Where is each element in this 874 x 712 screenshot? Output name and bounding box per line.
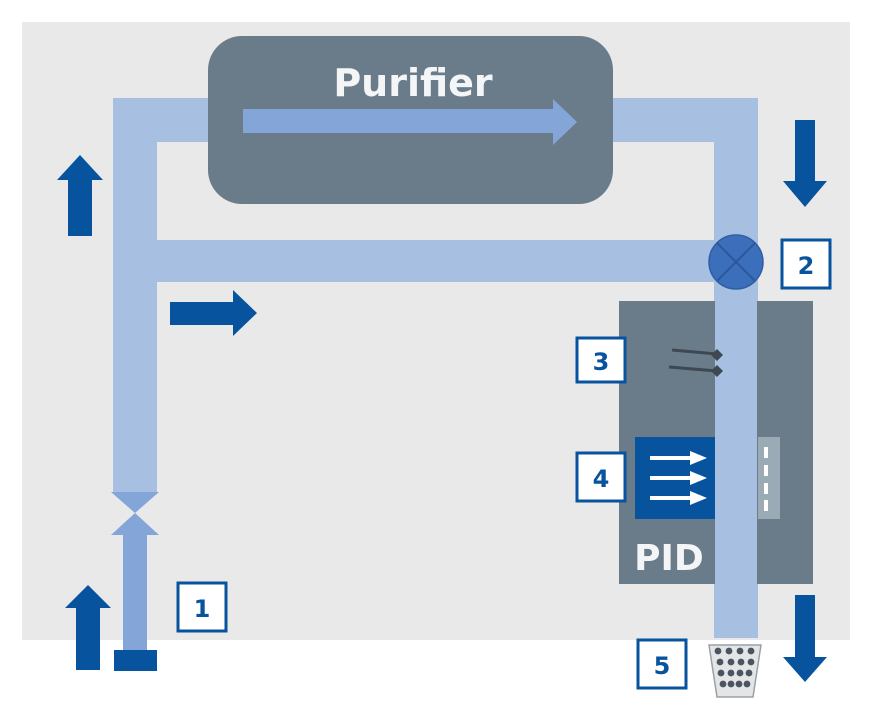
purifier-return-flow-down-arrow xyxy=(783,120,827,207)
detector-window xyxy=(758,437,780,519)
callout-4-label: 4 xyxy=(593,465,610,493)
inlet-pipe-stem xyxy=(123,535,147,650)
outlet-flow-down-arrow xyxy=(783,595,827,682)
callout-1: 1 xyxy=(176,581,228,633)
purifier-label: Purifier xyxy=(333,61,493,105)
left-vertical-pipe xyxy=(113,98,157,493)
pid-pipe-segment xyxy=(715,282,757,638)
callout-5: 5 xyxy=(636,638,688,690)
outlet-filter-icon xyxy=(708,644,762,698)
detector-window-dashes xyxy=(764,447,768,511)
pid-label: PID xyxy=(634,538,704,579)
callout-1-label: 1 xyxy=(194,595,211,623)
callout-2: 2 xyxy=(780,238,832,290)
bypass-flow-right-arrow xyxy=(170,290,257,336)
purifier-internal-flow-arrow xyxy=(243,99,577,145)
inlet-valve-bottom-triangle xyxy=(111,513,159,535)
uv-light-arrows-icon xyxy=(650,451,707,505)
inlet-valve xyxy=(111,492,159,671)
inlet-valve-top-triangle xyxy=(111,492,159,513)
flow-arrows xyxy=(57,120,827,682)
switching-valve xyxy=(708,234,764,290)
inlet-base xyxy=(114,650,157,671)
inlet-flow-up-arrow xyxy=(65,585,111,670)
callout-3: 3 xyxy=(575,336,627,384)
callout-4: 4 xyxy=(575,451,627,503)
electrodes-icon xyxy=(668,348,723,377)
uv-lamp xyxy=(635,437,780,519)
callout-5-label: 5 xyxy=(654,652,671,680)
bypass-horizontal-pipe xyxy=(113,240,743,282)
left-pipe-flow-up-arrow xyxy=(57,155,103,236)
callout-2-label: 2 xyxy=(798,252,815,280)
callout-3-label: 3 xyxy=(593,348,610,376)
